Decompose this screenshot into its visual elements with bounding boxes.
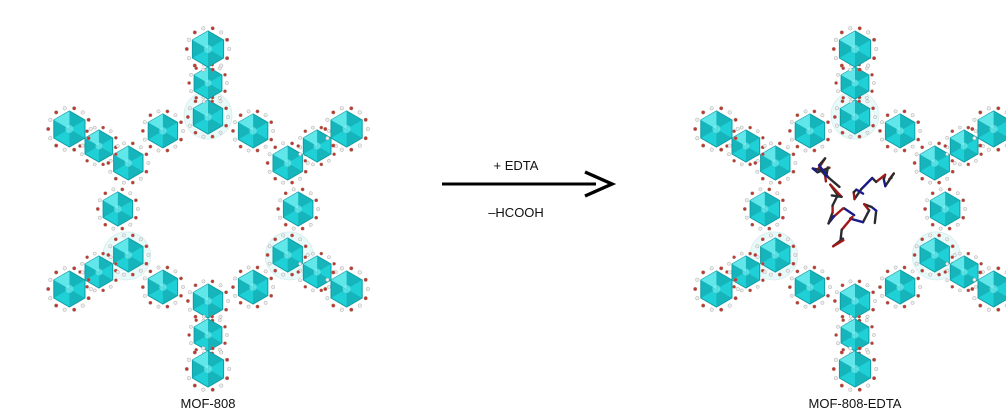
edta-bond (849, 217, 865, 224)
edta-bond (817, 166, 827, 177)
zr-cluster (912, 141, 957, 185)
zr-cluster (276, 187, 321, 231)
zr-cluster (46, 106, 93, 152)
edta-bond (831, 238, 845, 248)
reagent-added-label: + EDTA (493, 158, 539, 173)
zr-cluster (323, 106, 370, 152)
zr-cluster (184, 26, 232, 72)
mof-808-framework (46, 26, 370, 392)
zr-cluster (140, 109, 185, 153)
edta-bond (831, 195, 839, 207)
zr-cluster (265, 233, 310, 277)
zr-cluster (878, 109, 922, 153)
zr-cluster (833, 279, 877, 323)
edta-bond (874, 173, 887, 184)
zr-cluster (753, 141, 798, 185)
edta-bond (827, 211, 834, 225)
edta-bond (843, 207, 856, 217)
edta-molecules (811, 157, 895, 248)
byproduct-removed-label: –HCOOH (488, 205, 544, 220)
zr-cluster (693, 106, 740, 152)
zr-cluster (184, 346, 232, 392)
zr-cluster (296, 251, 338, 293)
edta-bond (860, 176, 874, 191)
zr-cluster (187, 314, 229, 356)
edta-bond (884, 172, 895, 188)
zr-cluster (831, 346, 879, 392)
zr-cluster (693, 266, 740, 312)
zr-cluster (831, 26, 879, 72)
zr-cluster (296, 125, 338, 167)
zr-cluster (753, 233, 798, 277)
zr-cluster (788, 109, 832, 153)
zr-cluster (788, 265, 832, 309)
edta-bond (817, 157, 827, 167)
edta-bond (863, 202, 871, 212)
edta-bond (839, 228, 843, 241)
zr-cluster (323, 266, 370, 312)
zr-cluster (834, 314, 876, 356)
zr-cluster (742, 187, 787, 231)
edta-bond (827, 176, 841, 189)
zr-cluster (185, 279, 231, 323)
mof-808-edta-caption: MOF-808-EDTA (808, 396, 902, 411)
mof-808-caption: MOF-808 (180, 396, 236, 411)
zr-cluster (878, 265, 922, 309)
zr-cluster (725, 251, 767, 293)
reaction-arrow (442, 170, 617, 198)
zr-cluster (265, 141, 310, 185)
zr-cluster (725, 125, 767, 167)
edta-bond (861, 209, 871, 224)
zr-cluster (923, 187, 968, 231)
edta-bond (840, 215, 854, 232)
edta-bond (855, 188, 865, 195)
edta-bond (830, 194, 843, 199)
reaction-arrow-head (584, 170, 617, 198)
zr-cluster (46, 266, 93, 312)
zr-cluster (943, 251, 985, 293)
edta-bond (817, 164, 830, 179)
zr-cluster (231, 109, 275, 153)
zr-cluster (970, 106, 1006, 152)
zr-cluster (78, 125, 120, 167)
zr-cluster (185, 95, 231, 139)
zr-cluster (970, 266, 1006, 312)
zr-cluster (78, 251, 120, 293)
edta-bond (829, 183, 843, 199)
mof-808-edta-framework (693, 26, 1006, 392)
zr-cluster (140, 265, 185, 309)
edta-bond (873, 209, 878, 225)
zr-cluster (231, 265, 275, 309)
zr-cluster (95, 187, 140, 231)
